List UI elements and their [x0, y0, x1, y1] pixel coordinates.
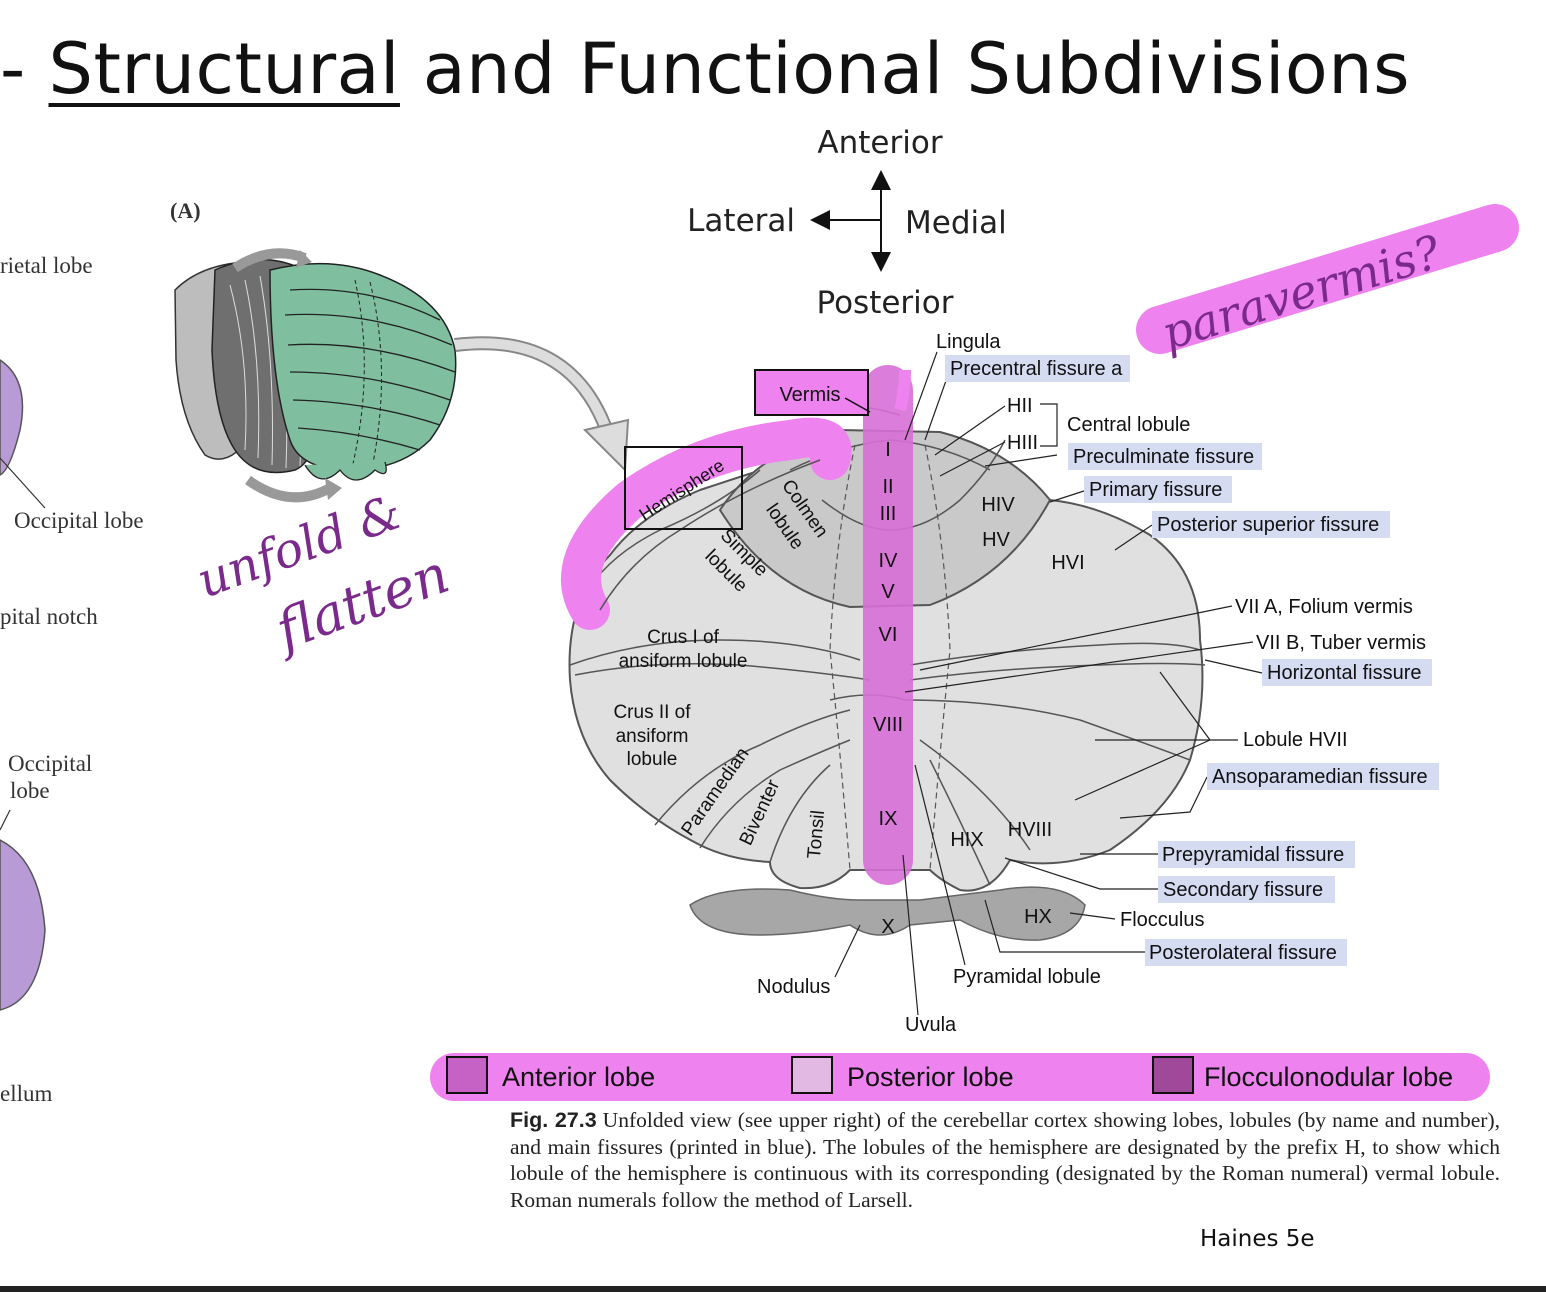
crus1-line-2: ansiform lobule	[619, 651, 748, 672]
label-cerebellum: ellum	[0, 1081, 52, 1106]
callout-nodulus: Nodulus	[757, 976, 830, 998]
lobule-IX: IX	[879, 808, 898, 830]
compass-lateral: Lateral	[687, 203, 795, 239]
flocculonodular-shape	[689, 886, 1086, 941]
callout-lobule-hvii: Lobule HVII	[1243, 729, 1348, 751]
fissure-posterolateral: Posterolateral fissure	[1149, 942, 1337, 964]
callout-flocculus: Flocculus	[1120, 909, 1204, 931]
lobule-tonsil: Tonsil	[804, 809, 829, 859]
bottom-border	[0, 1286, 1546, 1292]
legend-swatch-anterior	[446, 1056, 488, 1094]
callout-lingula: Lingula	[936, 331, 1001, 353]
handwriting-unfold-flatten: unfold & flatten	[190, 484, 457, 664]
caption-fig-number: Fig. 27.3	[510, 1108, 597, 1132]
callout-vii-a: VII A, Folium vermis	[1235, 596, 1413, 618]
crus2-line-1: Crus II of	[613, 702, 691, 723]
slide-title: - Structural and Functional Subdivisions	[0, 28, 1410, 110]
vermis-box-label: Vermis	[779, 384, 840, 406]
callout-hii: HII	[1007, 395, 1033, 417]
fissure-secondary: Secondary fissure	[1163, 879, 1323, 901]
fissure-posterior-superior: Posterior superior fissure	[1157, 514, 1379, 536]
handwriting-paravermis: paravermis?	[1136, 204, 1519, 361]
callout-central-lobule: Central lobule	[1067, 414, 1190, 436]
label-occipital-2: lobe	[10, 778, 50, 803]
callout-vii-b: VII B, Tuber vermis	[1256, 632, 1426, 654]
lobule-V: V	[881, 581, 895, 603]
crus2-line-3: lobule	[627, 749, 678, 770]
label-occipital-1: Occipital	[8, 751, 92, 776]
lobule-III: III	[880, 503, 897, 525]
orientation-compass: Anterior Posterior Lateral Medial	[687, 125, 1007, 321]
lobule-HIX: HIX	[950, 829, 983, 851]
lobule-X: X	[881, 916, 894, 938]
legend-posterior: Posterior lobe	[847, 1062, 1014, 1092]
lobule-VI: VI	[879, 624, 898, 646]
fissure-ansoparamedian: Ansoparamedian fissure	[1212, 766, 1428, 788]
lobule-HVIII: HVIII	[1008, 819, 1052, 841]
title-rest: and Functional Subdivisions	[399, 28, 1411, 110]
lobule-HV: HV	[982, 529, 1010, 551]
label-occipital-lobe: Occipital lobe	[14, 508, 144, 533]
fissure-prepyramidal: Prepyramidal fissure	[1162, 844, 1344, 866]
legend-flocculonodular: Flocculonodular lobe	[1204, 1062, 1453, 1092]
label-occipital-notch: pital notch	[0, 604, 98, 629]
fissure-horizontal: Horizontal fissure	[1267, 662, 1422, 684]
handwriting-paravermis-text: paravermis?	[1155, 225, 1447, 361]
fissure-preculminate: Preculminate fissure	[1073, 446, 1254, 468]
lobe-legend: Anterior lobe Posterior lobe Flocculonod…	[430, 1053, 1490, 1101]
lobule-I: I	[885, 439, 891, 461]
caption-text: Unfolded view (see upper right) of the c…	[510, 1108, 1500, 1212]
lobule-HX: HX	[1024, 906, 1052, 928]
callout-pyramidal-lobule: Pyramidal lobule	[953, 966, 1101, 988]
lobule-IV: IV	[879, 550, 899, 572]
lobule-VIII: VIII	[873, 714, 903, 736]
panel-a-label: (A)	[170, 198, 201, 223]
legend-swatch-posterior	[791, 1056, 833, 1094]
callout-uvula: Uvula	[905, 1014, 957, 1036]
lobule-II: II	[882, 476, 893, 498]
title-underlined-word: Structural	[48, 28, 400, 110]
left-brain-figure: rietal lobe Occipital lobe pital notch O…	[0, 253, 144, 1106]
compass-medial: Medial	[905, 205, 1007, 241]
panel-a-cerebellum: (A)	[170, 198, 630, 503]
legend-anterior: Anterior lobe	[502, 1062, 655, 1092]
compass-posterior: Posterior	[816, 285, 953, 321]
lobule-HVI: HVI	[1051, 552, 1084, 574]
crus1-line-1: Crus I of	[647, 627, 720, 648]
fissure-primary: Primary fissure	[1089, 479, 1222, 501]
crus2-line-2: ansiform	[616, 726, 689, 747]
fissure-precentral: Precentral fissure a	[950, 358, 1123, 380]
unfolded-cerebellum: Vermis Hemisphere I II III IV V VI VIII …	[561, 331, 1439, 1036]
label-parietal-lobe: rietal lobe	[0, 253, 93, 278]
hemisphere-box	[624, 446, 743, 530]
compass-anterior: Anterior	[817, 125, 942, 161]
lobule-HIV: HIV	[981, 494, 1015, 516]
legend-swatch-flocculonodular	[1152, 1056, 1194, 1094]
title-prefix: -	[0, 28, 49, 110]
callout-hiii: HIII	[1007, 432, 1038, 454]
figure-caption: Fig. 27.3 Unfolded view (see upper right…	[510, 1107, 1500, 1213]
credit-text: Haines 5e	[1200, 1226, 1315, 1252]
vermis-box	[754, 369, 869, 416]
